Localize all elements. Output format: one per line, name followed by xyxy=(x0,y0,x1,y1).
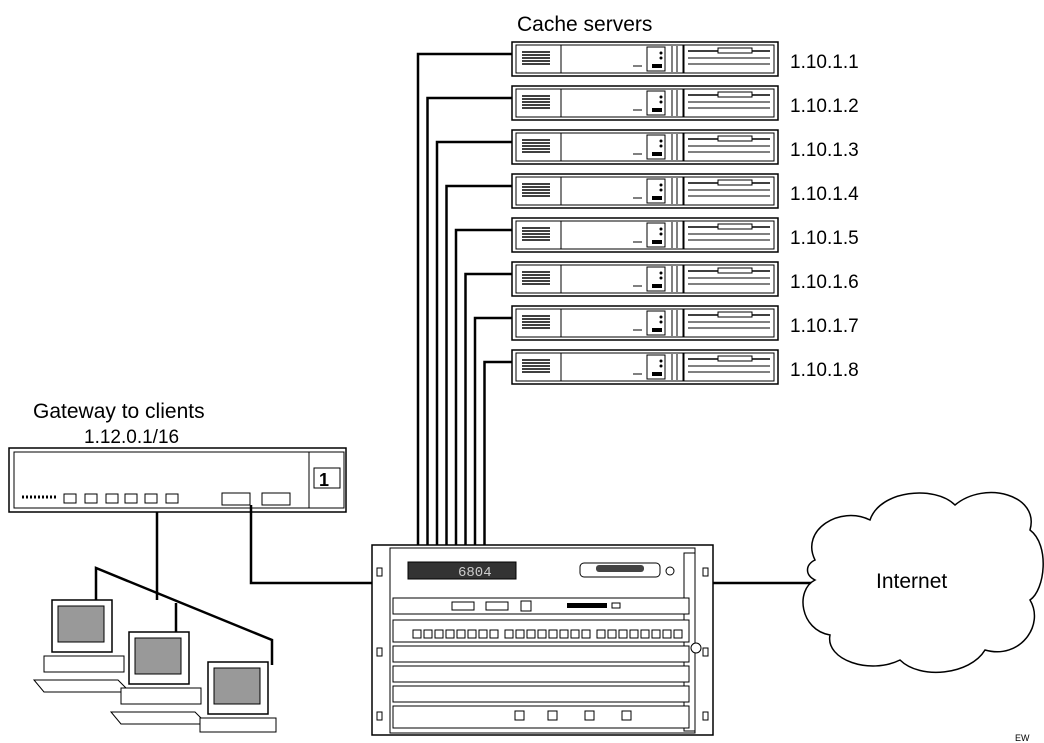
server-cable xyxy=(445,184,512,637)
switch-port xyxy=(581,629,591,639)
server-ip-label: 1.10.1.5 xyxy=(790,228,859,249)
switch-port xyxy=(607,629,617,639)
switch-port xyxy=(640,629,650,639)
switch-port xyxy=(504,629,514,639)
switch-port xyxy=(596,629,606,639)
rack-server-icon xyxy=(511,129,779,165)
switch-port xyxy=(618,629,628,639)
server-ip-label: 1.10.1.8 xyxy=(790,360,859,381)
switch-port xyxy=(423,629,433,639)
switch-port xyxy=(445,629,455,639)
switch-port-row xyxy=(412,629,683,639)
client-lan-cables xyxy=(94,512,274,665)
switch-port xyxy=(412,629,422,639)
switch-port xyxy=(478,629,488,639)
switch-port xyxy=(467,629,477,639)
server-cable xyxy=(473,316,512,637)
gateway-switch-icon: 1 xyxy=(8,447,347,513)
cloud-icon xyxy=(802,491,1044,673)
internet-label: Internet xyxy=(876,570,947,593)
server-cable xyxy=(454,228,512,637)
switch-port xyxy=(651,629,661,639)
rack-server-icon xyxy=(511,261,779,297)
server-cable xyxy=(416,52,512,637)
server-ip-label: 1.10.1.4 xyxy=(790,184,859,205)
corner-tag: EW xyxy=(1015,733,1030,743)
switch-port xyxy=(456,629,466,639)
switch-port xyxy=(673,629,683,639)
gateway-uplink-cable xyxy=(249,505,372,585)
switch-port xyxy=(515,629,525,639)
server-cable xyxy=(435,140,512,637)
switch-port xyxy=(629,629,639,639)
desktop-computer-icon xyxy=(109,631,209,725)
server-ip-label: 1.10.1.7 xyxy=(790,316,859,337)
server-ip-label: 1.10.1.2 xyxy=(790,96,859,117)
switch-port xyxy=(526,629,536,639)
rack-server-icon xyxy=(511,349,779,385)
server-ip-label: 1.10.1.3 xyxy=(790,140,859,161)
server-cable xyxy=(426,96,512,637)
server-cable xyxy=(464,272,512,637)
switch-port xyxy=(537,629,547,639)
switch-port xyxy=(570,629,580,639)
switch-port xyxy=(434,629,444,639)
rack-server-icon xyxy=(511,41,779,77)
svg-text:6804: 6804 xyxy=(458,565,492,581)
cache-servers-title: Cache servers xyxy=(517,13,652,36)
rack-server-icon xyxy=(511,173,779,209)
desktop-computer-icon xyxy=(32,599,132,693)
desktop-computer-icon xyxy=(199,661,277,733)
switch-port xyxy=(662,629,672,639)
rack-server-icon xyxy=(511,305,779,341)
gateway-ip: 1.12.0.1/16 xyxy=(84,427,179,448)
gateway-title: Gateway to clients xyxy=(33,400,205,423)
rack-server-icon xyxy=(511,85,779,121)
svg-text:1: 1 xyxy=(319,470,329,490)
switch-port xyxy=(559,629,569,639)
rack-server-icon xyxy=(511,217,779,253)
server-ip-label: 1.10.1.6 xyxy=(790,272,859,293)
server-ip-label: 1.10.1.1 xyxy=(790,52,859,73)
cache-server-group: 1.10.1.1 1.10.1.2 1.10.1.3 1.10.1.4 1.10.1.5… xyxy=(511,41,859,385)
chassis-switch-icon: 6804 xyxy=(371,544,714,736)
switch-port xyxy=(548,629,558,639)
switch-port xyxy=(489,629,499,639)
